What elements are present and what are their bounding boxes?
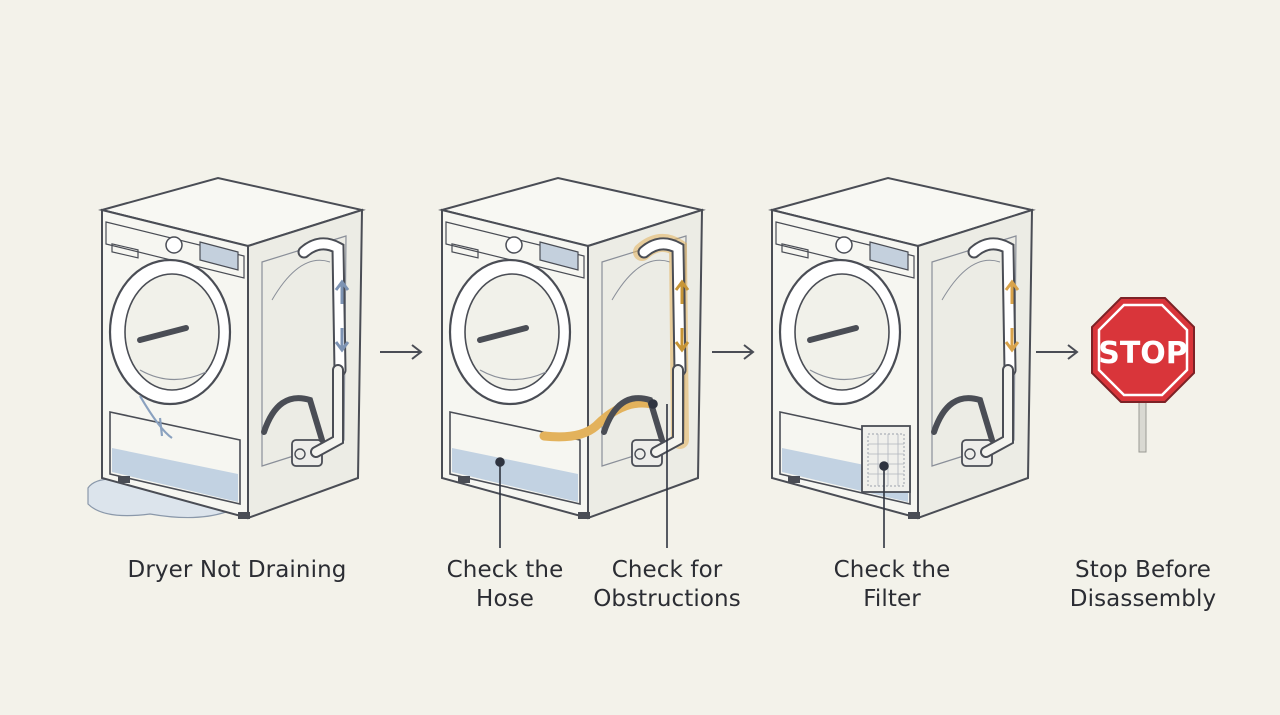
dryer-not-draining-illustration — [87, 178, 362, 519]
stop-sign-text: STOP — [1098, 336, 1188, 371]
dryer-icon — [102, 178, 362, 519]
dryer-check-hose-illustration — [442, 178, 702, 519]
step-label-check-hose: Check the Hose — [446, 557, 564, 612]
callout-pointers — [495, 399, 889, 548]
callout-pointer-icon — [495, 457, 505, 467]
leak-drip-icon — [139, 395, 173, 439]
callout-pointer-icon — [648, 399, 658, 409]
filter-screen-icon — [861, 425, 911, 493]
dryer-icon — [442, 178, 702, 519]
stop-sign-icon: STOP — [1091, 297, 1195, 453]
dryer-check-filter-illustration — [772, 178, 1032, 519]
step-label-check-filter: Check the Filter — [833, 557, 951, 612]
callout-pointer-icon — [879, 461, 889, 471]
step-arrow-3 — [1036, 344, 1079, 360]
highlighted-hose-icon — [539, 398, 657, 442]
step-label-stop-before-disassembly: Stop Before Disassembly — [1069, 557, 1217, 612]
step-arrow-2 — [712, 344, 755, 360]
step-label-dryer-not-draining: Dryer Not Draining — [127, 557, 347, 583]
step-arrow-1 — [380, 344, 423, 360]
step-label-check-obstructions: Check for Obstructions — [593, 557, 741, 612]
